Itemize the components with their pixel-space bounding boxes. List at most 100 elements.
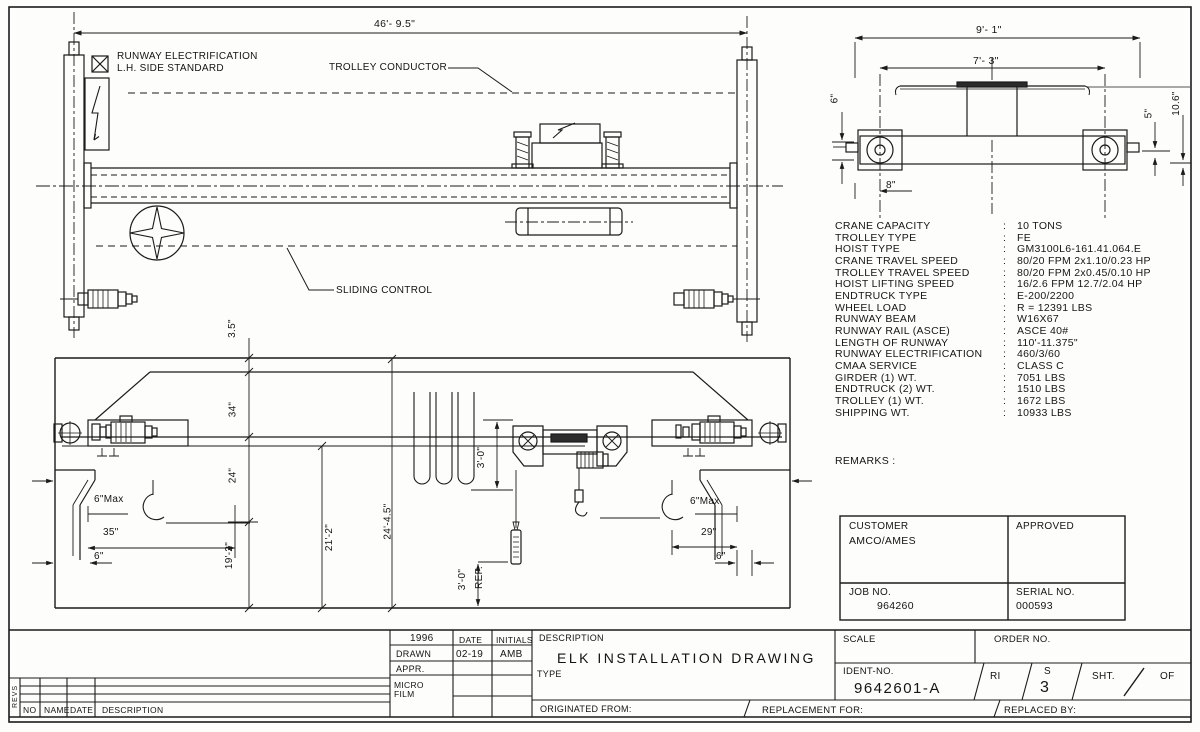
end-view-rail-dim: 7'- 3" (973, 55, 999, 67)
left-35-dim (87, 505, 236, 558)
end-view-dim-5: 5" (1143, 108, 1155, 119)
title-block-lines (9, 629, 1191, 718)
elev-dim-6max-left: 6"Max (94, 494, 124, 505)
end-view-dim-10-6: 10.6" (1170, 91, 1182, 116)
replacement-for-label: REPLACEMENT FOR: (762, 705, 864, 716)
wall-offset-dims (32, 550, 774, 576)
spec-row: GIRDER (1) WT.:7051 LBS (835, 371, 1066, 384)
spec-row: TROLLEY (1) WT.:1672 LBS (835, 394, 1066, 407)
elev-dim-24: 24" (227, 467, 239, 484)
festoon-loops (413, 392, 475, 485)
drawn-date: 02-19 (456, 649, 484, 660)
spec-row: RUNWAY ELECTRIFICATION:460/3/60 (835, 348, 1061, 361)
elev-dim-6-left: 6" (94, 551, 104, 562)
sht-label: SHT. (1092, 671, 1115, 682)
elev-dim-29: 29" (701, 527, 717, 538)
rev-no-header: NO (23, 705, 37, 715)
description-label: DESCRIPTION (539, 633, 604, 643)
ident-no-label: IDENT-NO. (843, 666, 894, 677)
spec-row: LENGTH OF RUNWAY:110'-11.375" (835, 336, 1078, 349)
drawn-initials: AMB (500, 649, 523, 660)
appr-label: APPR. (396, 664, 425, 674)
trolley-conductor-label: TROLLEY CONDUCTOR (329, 62, 448, 73)
scale-label: SCALE (843, 634, 876, 645)
job-no-value: 964260 (877, 600, 914, 612)
right-endtruck-elevation (651, 415, 787, 447)
sheet-border (8, 6, 1192, 723)
spec-row: RUNWAY RAIL (ASCE):ASCE 40# (835, 324, 1069, 337)
approved-label: APPROVED (1016, 521, 1074, 532)
spec-row: WHEEL LOAD:R = 12391 LBS (835, 301, 1093, 314)
customer-value: AMCO/AMES (849, 535, 916, 547)
end-view-overall-dim: 9'- 1" (976, 24, 1002, 36)
spec-row: HOIST LIFTING SPEED:16/2.6 FPM 12.7/2.04… (835, 278, 1143, 291)
right-runway-bracket (699, 469, 812, 560)
sheet-of-slash (1123, 667, 1145, 697)
micro-film-label-line1: MICRO (394, 680, 424, 690)
elev-dim-6max-right: 6"Max (690, 496, 720, 507)
hook-approach-dims (87, 506, 738, 522)
of-label: OF (1160, 671, 1175, 682)
end-view (832, 35, 1191, 218)
micro-film-label-line2: FILM (394, 689, 415, 699)
serial-no-label: SERIAL NO. (1016, 587, 1075, 598)
sheet-number: 3 (1040, 679, 1050, 696)
s-label: S (1044, 666, 1051, 677)
end-view-dim-6: 6" (829, 93, 841, 104)
elev-dim-24-4-5: 24'-4.5" (382, 503, 394, 540)
elev-ref-label: REF. (473, 566, 485, 589)
rev-strip-label: REVS (12, 684, 20, 709)
replaced-by-label: REPLACED BY: (1004, 705, 1077, 716)
year-value: 1996 (410, 633, 434, 644)
order-no-label: ORDER NO. (994, 634, 1051, 645)
elev-dim-35: 35" (103, 527, 119, 538)
elev-dim-19-2: 19'-2" (224, 541, 236, 570)
left-drive-motor-plan (60, 289, 138, 309)
elev-dim-3-0-hoist: 3'-0" (476, 446, 488, 469)
rev-description-header: DESCRIPTION (102, 705, 164, 715)
pendant-height-dim (475, 561, 508, 607)
ri-label: RI (990, 671, 1001, 682)
remarks-label: REMARKS : (835, 455, 896, 467)
left-endtruck-elevation (53, 415, 189, 447)
drawn-label: DRAWN (396, 649, 432, 659)
hoist-trolley-elevation (512, 425, 628, 517)
elev-dim-21-2: 21'-2" (324, 523, 336, 552)
job-no-label: JOB NO. (849, 587, 892, 598)
originated-from-label: ORIGINATED FROM: (540, 704, 632, 714)
elev-dim-6-right: 6" (716, 551, 726, 562)
rev-name-header: NAME (44, 705, 70, 715)
customer-label: CUSTOMER (849, 521, 909, 532)
hoist-clearance-dim (471, 419, 513, 491)
span-dimension-lines (317, 354, 397, 613)
runway-electrification-note-line2: L.H. SIDE STANDARD (117, 63, 224, 74)
total-span-dim: 46'- 9.5" (374, 18, 416, 30)
spec-row: ENDTRUCK (2) WT.:1510 LBS (835, 383, 1066, 396)
date-header: DATE (459, 635, 483, 645)
right-drive-motor-plan (673, 289, 760, 309)
type-label: TYPE (537, 669, 562, 679)
specification-list: CRANE CAPACITY:10 TONS TROLLEY TYPE:FE H… (835, 220, 1191, 419)
hoist-hook-icon (574, 468, 588, 517)
left-hook-symbol-icon (142, 480, 250, 524)
plan-view (36, 12, 783, 342)
spec-row: CRANE TRAVEL SPEED:80/20 FPM 2x1.10/0.23… (835, 254, 1151, 267)
sliding-control-label: SLIDING CONTROL (336, 285, 433, 296)
right-hook-symbol-icon (600, 480, 684, 521)
electrification-symbol-icon (91, 55, 109, 73)
spec-row: TROLLEY TRAVEL SPEED:80/20 FPM 2x0.45/0.… (835, 266, 1151, 279)
initials-header: INITIALS (496, 635, 533, 645)
elevation-view (32, 338, 812, 613)
ident-no-value: 9642601-A (854, 680, 941, 697)
star-symbol-icon (129, 205, 185, 261)
spec-row: RUNWAY BEAM:W16X67 (835, 313, 1060, 326)
spec-row: CRANE CAPACITY:10 TONS (835, 220, 1063, 232)
order-box-lines (839, 515, 1126, 621)
pendant-control (510, 470, 522, 565)
elev-dim-3-0-ref: 3'-0" (457, 568, 469, 591)
elev-dim-34: 34" (227, 401, 239, 418)
trolley-plan (505, 122, 633, 236)
rev-date-header: DATE (70, 705, 94, 715)
